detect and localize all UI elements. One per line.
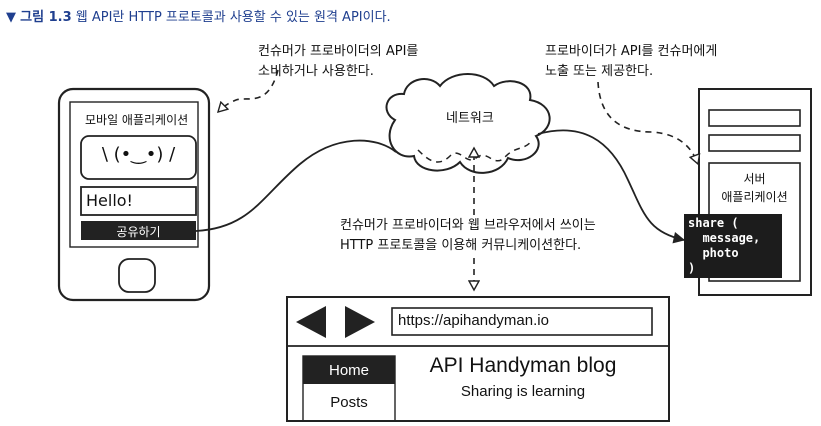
code-line-2: message,: [688, 231, 761, 245]
figure-caption: ▼ 그림 1.3 웹 API란 HTTP 프로토콜과 사용할 수 있는 원격 A…: [6, 6, 391, 25]
consumer-note-line2: 소비하거나 사용한다.: [258, 64, 374, 79]
network-dashed-path: [417, 139, 533, 163]
emoticon-text: \ (•‿•) /: [101, 144, 176, 165]
http-note-line1: 컨슈머가 프로바이더와 웹 브라우저에서 쓰이는: [340, 218, 596, 233]
server-code-block: share ( message, photo): [684, 214, 782, 278]
message-input-box: [80, 186, 197, 216]
consumer-note: 컨슈머가 프로바이더의 API를 소비하거나 사용한다.: [258, 42, 418, 82]
nav-home-link[interactable]: Home: [328, 362, 369, 379]
forward-arrow-icon: [345, 306, 375, 338]
home-button: [118, 258, 156, 293]
message-input[interactable]: Hello!: [86, 191, 133, 210]
emoticon-box: [80, 135, 197, 180]
mobile-app-title: 모바일 애플리케이션: [85, 113, 189, 127]
network-cloud: [385, 73, 551, 174]
provider-note: 프로바이더가 API를 컨슈머에게 노출 또는 제공한다.: [545, 42, 717, 82]
http-note-line2: HTTP 프로토콜을 이용해 커뮤니케이션한다.: [340, 238, 582, 253]
consumer-note-arrow: [218, 69, 279, 112]
server-slot-2: [708, 134, 801, 152]
code-line-1: share (: [688, 216, 739, 230]
provider-note-line1: 프로바이더가 API를 컨슈머에게: [545, 44, 718, 59]
blog-title: API Handyman blog: [429, 354, 617, 377]
share-button[interactable]: 공유하기: [116, 225, 161, 239]
nav-posts-link[interactable]: Posts: [330, 394, 368, 411]
server-title-line2: 애플리케이션: [721, 190, 788, 204]
caption-figure-number: 그림 1.3: [20, 10, 72, 25]
back-arrow-icon: [296, 306, 326, 338]
blog-subtitle: Sharing is learning: [460, 383, 586, 400]
provider-note-arrow: [597, 81, 698, 164]
provider-note-line2: 노출 또는 제공한다.: [545, 64, 654, 79]
share-button-shape: [81, 221, 196, 240]
http-note: 컨슈머가 프로바이더와 웹 브라우저에서 쓰이는 HTTP 프로토콜을 이용해 …: [340, 216, 596, 256]
mobile-network-link: [195, 139, 397, 232]
consumer-note-line1: 컨슈머가 프로바이더의 API를: [258, 44, 419, 59]
network-label: 네트워크: [446, 111, 494, 126]
code-line-3: photo: [688, 246, 739, 260]
caption-text: 웹 API란 HTTP 프로토콜과 사용할 수 있는 원격 API이다.: [75, 10, 391, 25]
network-server-link: [537, 129, 686, 244]
server-title-line1: 서버: [743, 172, 766, 186]
browser-window: [286, 296, 670, 422]
url-input[interactable]: https://apihandyman.io: [398, 312, 549, 329]
server-slot-1: [708, 109, 801, 127]
address-bar: [391, 307, 653, 336]
caption-marker: ▼: [6, 10, 16, 25]
mobile-device: [57, 87, 211, 302]
code-line-4: ): [688, 261, 696, 275]
nav-home-shape: [303, 356, 395, 384]
